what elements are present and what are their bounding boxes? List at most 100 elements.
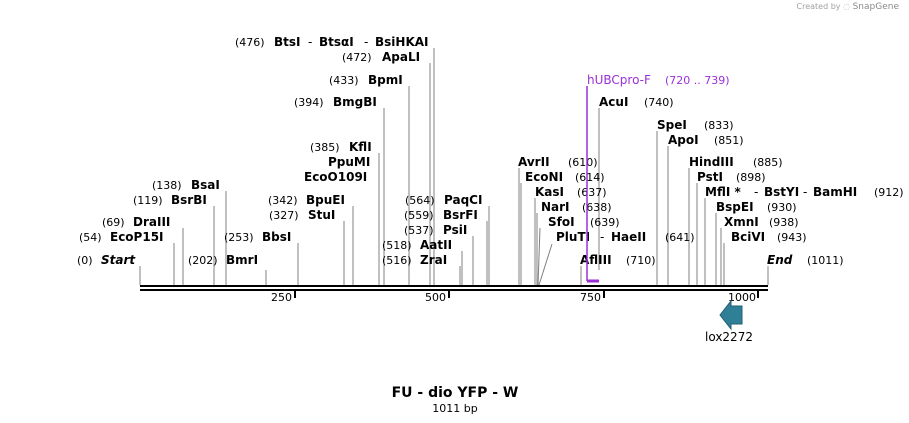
- site-mfli: MflI * - BstYI - BamHI (912): [705, 185, 904, 199]
- primer-name: hUBCpro-F: [587, 73, 651, 87]
- site-psti: PstI (898): [697, 170, 766, 184]
- svg-text:AcuI: AcuI: [599, 95, 628, 109]
- svg-text:(641): (641): [665, 231, 695, 244]
- site-bsihkai: BsiHKAI: [375, 35, 429, 49]
- svg-text:AvrII: AvrII: [518, 155, 550, 169]
- tick-500: 500: [425, 291, 450, 304]
- svg-text:(472): (472): [342, 51, 372, 64]
- svg-text:EcoP15I: EcoP15I: [110, 230, 164, 244]
- svg-text:(69): (69): [102, 216, 125, 229]
- svg-text:(564): (564): [405, 194, 435, 207]
- svg-text:(327): (327): [269, 209, 299, 222]
- svg-text:StuI: StuI: [308, 208, 335, 222]
- site-bpuei: (342) BpuEI: [268, 193, 345, 207]
- svg-text:ZraI: ZraI: [420, 253, 447, 267]
- map-title: FU - dio YFP - W: [392, 385, 519, 401]
- svg-text:(537): (537): [404, 224, 434, 237]
- svg-text:(202): (202): [188, 254, 218, 267]
- lox2272-arrow-icon: [719, 299, 743, 331]
- svg-text:(885): (885): [753, 156, 783, 169]
- site-acui: AcuI (740): [599, 95, 674, 109]
- start-marker: (0) Start: [77, 253, 141, 285]
- svg-text:BciVI: BciVI: [731, 230, 765, 244]
- svg-text:(851): (851): [714, 134, 744, 147]
- site-bsrfi: (559) BsrFI: [404, 208, 478, 222]
- svg-text:BpuEI: BpuEI: [306, 193, 345, 207]
- svg-text:BsrBI: BsrBI: [171, 193, 207, 207]
- svg-text:(385): (385): [310, 141, 340, 154]
- site-bcivi: BciVI (943): [731, 230, 807, 244]
- svg-text:(516): (516): [382, 254, 412, 267]
- svg-text:(943): (943): [777, 231, 807, 244]
- site-paqci: (564) PaqCI: [405, 193, 482, 207]
- svg-text:(639): (639): [590, 216, 620, 229]
- site-stui: (327) StuI: [269, 208, 335, 222]
- map-length: 1011 bp: [432, 402, 477, 415]
- end-pos: (1011): [807, 254, 844, 267]
- svg-text:(518): (518): [382, 239, 412, 252]
- site-bmgbi: (394) BmgBI: [294, 95, 377, 109]
- svg-text:BtsI: BtsI: [274, 35, 301, 49]
- svg-text:(342): (342): [268, 194, 298, 207]
- site-afliii: AflIII (710): [580, 253, 656, 267]
- site-bpmi: (433) BpmI: [329, 73, 403, 87]
- site-ecop15i: (54) EcoP15I: [79, 230, 164, 244]
- svg-text:(912): (912): [874, 186, 904, 199]
- tick-1000: 1000: [728, 291, 759, 304]
- site-bamhi: BamHI: [813, 185, 857, 199]
- snapgene-watermark: Created by ◌ SnapGene: [797, 2, 900, 12]
- svg-text:MflI *: MflI *: [705, 185, 741, 199]
- svg-text:BmrI: BmrI: [226, 253, 258, 267]
- svg-text:-: -: [364, 35, 368, 49]
- svg-text:-: -: [754, 185, 758, 199]
- site-spei: SpeI (833): [657, 118, 734, 132]
- tick-label-1000: 1000: [728, 291, 756, 304]
- svg-text:(610): (610): [568, 156, 598, 169]
- svg-text:(433): (433): [329, 74, 359, 87]
- end-marker: End (1011): [767, 253, 844, 285]
- feature-lox2272[interactable]: lox2272: [705, 299, 753, 344]
- site-sfoi: SfoI (639): [548, 215, 620, 229]
- svg-text:BspEI: BspEI: [716, 200, 754, 214]
- svg-text:(898): (898): [736, 171, 766, 184]
- svg-text:BbsI: BbsI: [262, 230, 291, 244]
- svg-text:PluTI: PluTI: [556, 230, 590, 244]
- end-label: End: [767, 253, 793, 267]
- primer-hubcpro-f[interactable]: hUBCpro-F (720 .. 739): [586, 73, 730, 283]
- site-kfli: (385) KflI PpuMI EcoO109I: [304, 140, 372, 184]
- svg-text:(476): (476): [235, 36, 265, 49]
- site-xmni: XmnI (938): [724, 215, 799, 229]
- tick-label-750: 750: [580, 291, 601, 304]
- svg-text:HindIII: HindIII: [689, 155, 734, 169]
- svg-text:(614): (614): [575, 171, 605, 184]
- site-bspei: BspEI (930): [716, 200, 797, 214]
- tick-label-500: 500: [425, 291, 446, 304]
- svg-text:ApoI: ApoI: [668, 133, 699, 147]
- site-bbsi: (253) BbsI: [224, 230, 291, 244]
- svg-text:SfoI: SfoI: [548, 215, 575, 229]
- svg-text:-: -: [308, 35, 312, 49]
- site-ecoo109i: EcoO109I: [304, 170, 367, 184]
- site-bsrbi: (119) BsrBI: [133, 193, 207, 207]
- svg-text:BpmI: BpmI: [368, 73, 403, 87]
- watermark-brand: SnapGene: [852, 2, 899, 12]
- tick-label-250: 250: [271, 291, 292, 304]
- svg-text:(394): (394): [294, 96, 324, 109]
- site-bsai: (138) BsaI: [152, 178, 220, 192]
- leader-sfoi: [537, 227, 541, 286]
- site-econi: EcoNI (614): [525, 170, 605, 184]
- svg-text:(930): (930): [767, 201, 797, 214]
- site-haeii: HaeII: [611, 230, 646, 244]
- svg-text:-: -: [803, 185, 807, 199]
- svg-text:AflIII: AflIII: [580, 253, 612, 267]
- svg-text:(637): (637): [577, 186, 607, 199]
- site-apoi: ApoI (851): [668, 133, 744, 147]
- watermark-prefix: Created by: [796, 2, 841, 11]
- svg-text:PstI: PstI: [697, 170, 723, 184]
- tick-250: 250: [271, 291, 296, 304]
- tick-750: 750: [580, 291, 605, 304]
- svg-text:(559): (559): [404, 209, 434, 222]
- svg-text:BsaI: BsaI: [191, 178, 220, 192]
- site-draiii: (69) DraIII: [102, 215, 170, 229]
- svg-text:(119): (119): [133, 194, 163, 207]
